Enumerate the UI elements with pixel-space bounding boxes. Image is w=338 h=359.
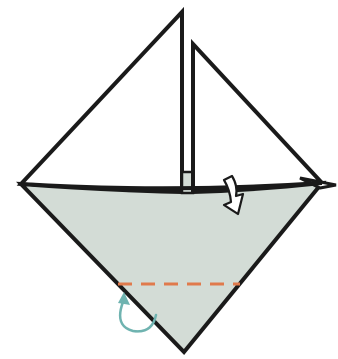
hull-triangle: [21, 183, 322, 352]
right-sail: [193, 44, 322, 192]
left-sail: [21, 12, 182, 192]
